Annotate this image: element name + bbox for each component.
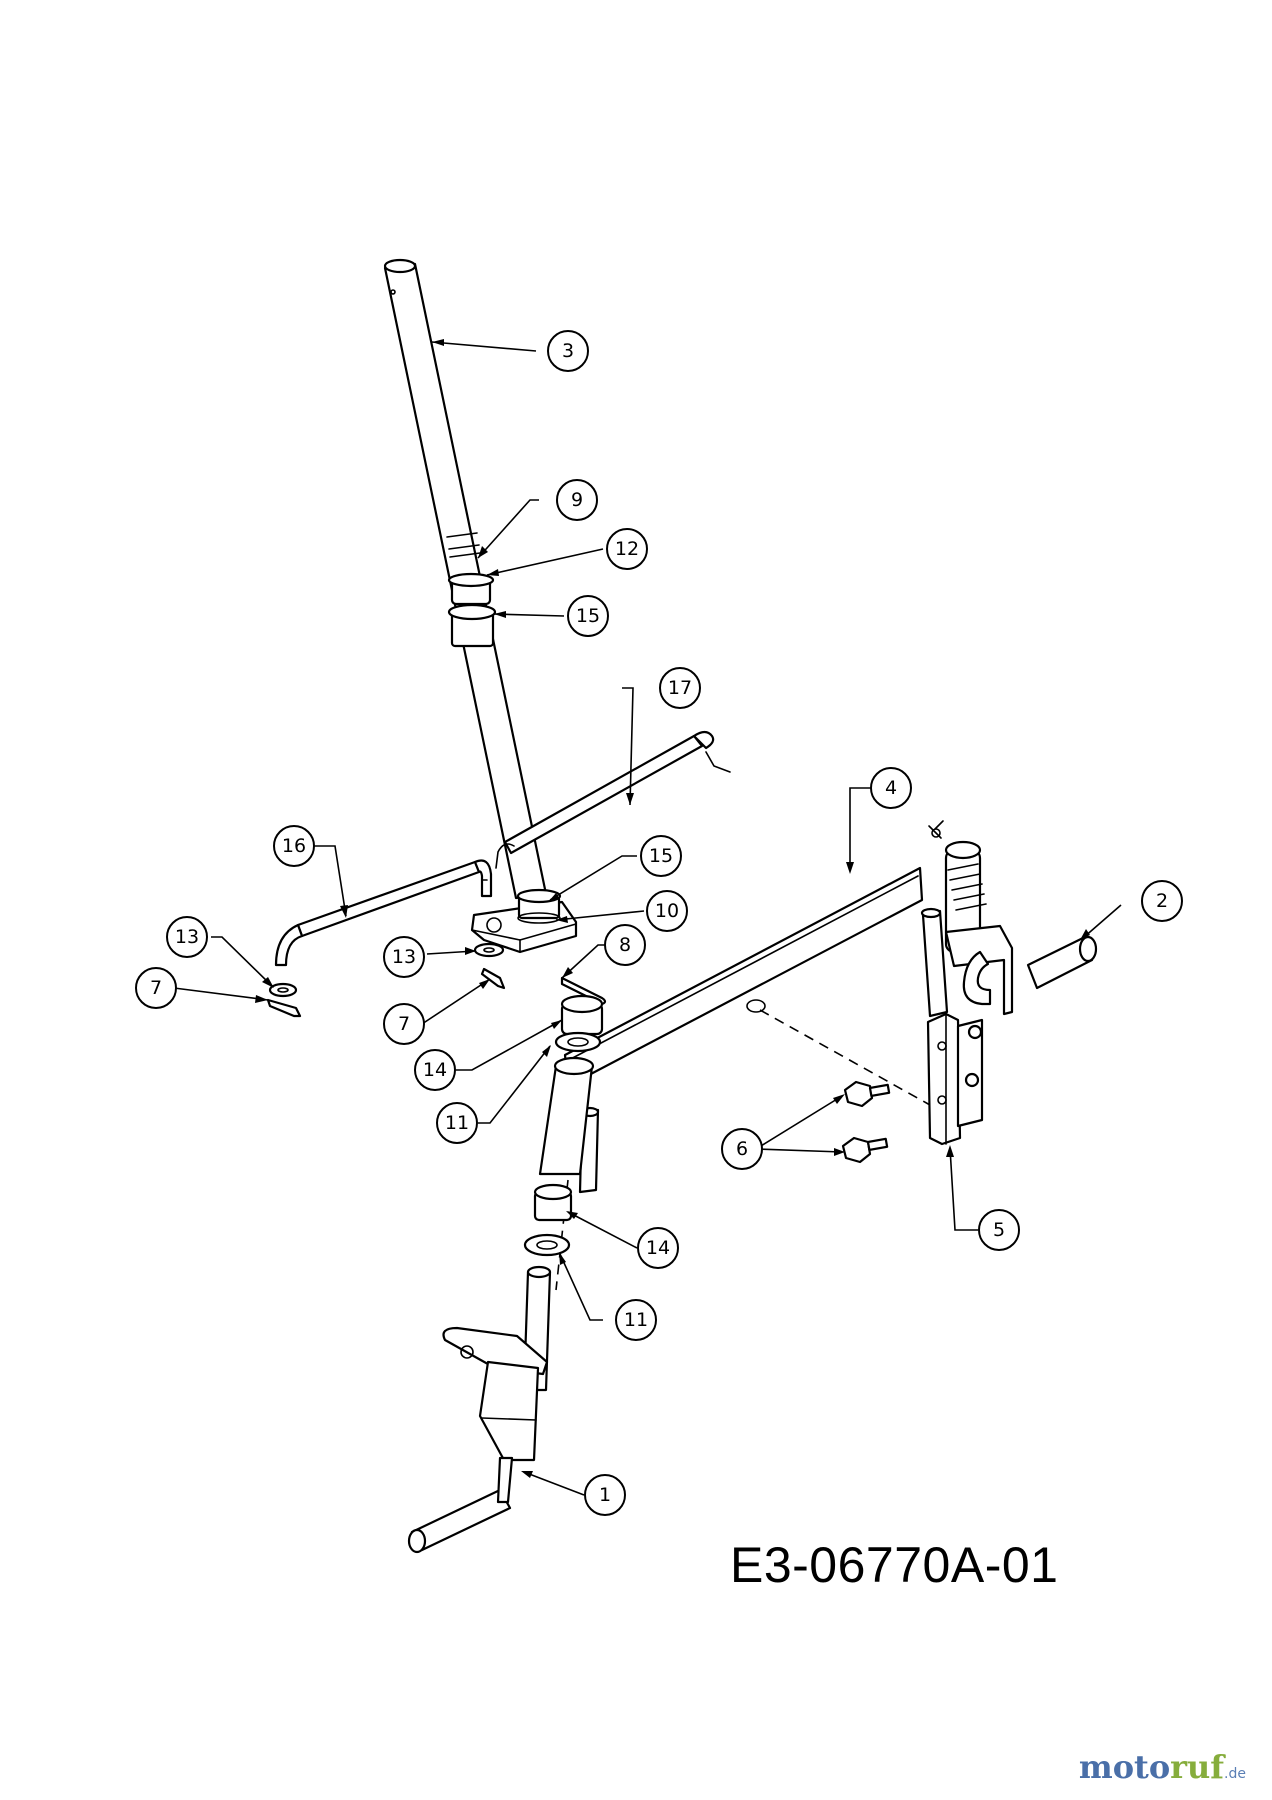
- callout-6: 6: [721, 1128, 763, 1170]
- watermark-suffix: .de: [1224, 1766, 1246, 1782]
- callout-1: 1: [584, 1474, 626, 1516]
- callout-13-right: 13: [383, 936, 425, 978]
- svg-text:8: 8: [619, 934, 631, 956]
- callout-15-lower: 15: [640, 835, 682, 877]
- svg-text:14: 14: [423, 1059, 447, 1081]
- svg-text:13: 13: [392, 946, 416, 968]
- shaft-sleeve-lower: [516, 888, 562, 924]
- spindle-left: [407, 1265, 552, 1554]
- svg-text:11: 11: [445, 1112, 469, 1134]
- svg-text:9: 9: [571, 489, 583, 511]
- svg-text:7: 7: [398, 1013, 410, 1035]
- bolt-path-line: [759, 1009, 931, 1106]
- pin-7-left: [266, 998, 302, 1018]
- callout-2: 2: [1141, 880, 1183, 922]
- pin-7-right: [480, 967, 506, 990]
- svg-text:7: 7: [150, 977, 162, 999]
- kingpin-tube: [538, 1056, 595, 1176]
- spindle-right: [928, 820, 1098, 1016]
- callout-12: 12: [606, 528, 648, 570]
- callout-9: 9: [556, 479, 598, 521]
- callout-11-lower: 11: [615, 1299, 657, 1341]
- svg-text:13: 13: [175, 926, 199, 948]
- svg-text:17: 17: [668, 677, 692, 699]
- svg-text:2: 2: [1156, 890, 1168, 912]
- svg-text:4: 4: [885, 777, 897, 799]
- watermark-part2: ruf: [1170, 1748, 1225, 1786]
- callout-8: 8: [604, 924, 646, 966]
- svg-text:10: 10: [655, 900, 679, 922]
- callout-11-upper: 11: [436, 1102, 478, 1144]
- drag-link-left: [274, 859, 493, 967]
- svg-text:5: 5: [993, 1219, 1005, 1241]
- callout-13-left: 13: [166, 916, 208, 958]
- bushing-14-lower: [533, 1183, 573, 1222]
- drawing-number: E3-06770A-01: [730, 1537, 1059, 1593]
- svg-text:3: 3: [562, 340, 574, 362]
- svg-text:1: 1: [599, 1484, 611, 1506]
- svg-text:16: 16: [282, 835, 306, 857]
- callout-17: 17: [659, 667, 701, 709]
- callout-15-upper: 15: [567, 595, 609, 637]
- callout-3: 3: [547, 330, 589, 372]
- washer-13-left: [268, 982, 298, 998]
- svg-text:11: 11: [624, 1309, 648, 1331]
- bushing-14-upper: [560, 994, 604, 1036]
- svg-text:15: 15: [576, 605, 600, 627]
- washer-11-lower: [523, 1233, 571, 1257]
- callout-14-upper: 14: [414, 1049, 456, 1091]
- callout-4: 4: [870, 767, 912, 809]
- callout-14-lower: 14: [637, 1227, 679, 1269]
- svg-text:14: 14: [646, 1237, 670, 1259]
- leader-lines: [173, 339, 1122, 1496]
- watermark-logo: motoruf.de: [1079, 1748, 1246, 1786]
- callout-7-left: 7: [135, 967, 177, 1009]
- washer-11-upper: [554, 1031, 602, 1053]
- callout-10: 10: [646, 890, 688, 932]
- callout-5: 5: [978, 1209, 1020, 1251]
- shaft-bushing: [447, 572, 495, 606]
- washer-13-right: [473, 942, 505, 958]
- shaft-sleeve-upper: [447, 603, 497, 648]
- hex-bolt-upper: [843, 1080, 891, 1108]
- axle-bracket: [926, 1012, 984, 1146]
- callout-7-right: 7: [383, 1003, 425, 1045]
- svg-text:6: 6: [736, 1138, 748, 1160]
- svg-text:15: 15: [649, 845, 673, 867]
- svg-text:12: 12: [615, 538, 639, 560]
- watermark-part1: moto: [1078, 1748, 1171, 1786]
- callout-16: 16: [273, 825, 315, 867]
- hex-bolt-lower: [841, 1136, 889, 1164]
